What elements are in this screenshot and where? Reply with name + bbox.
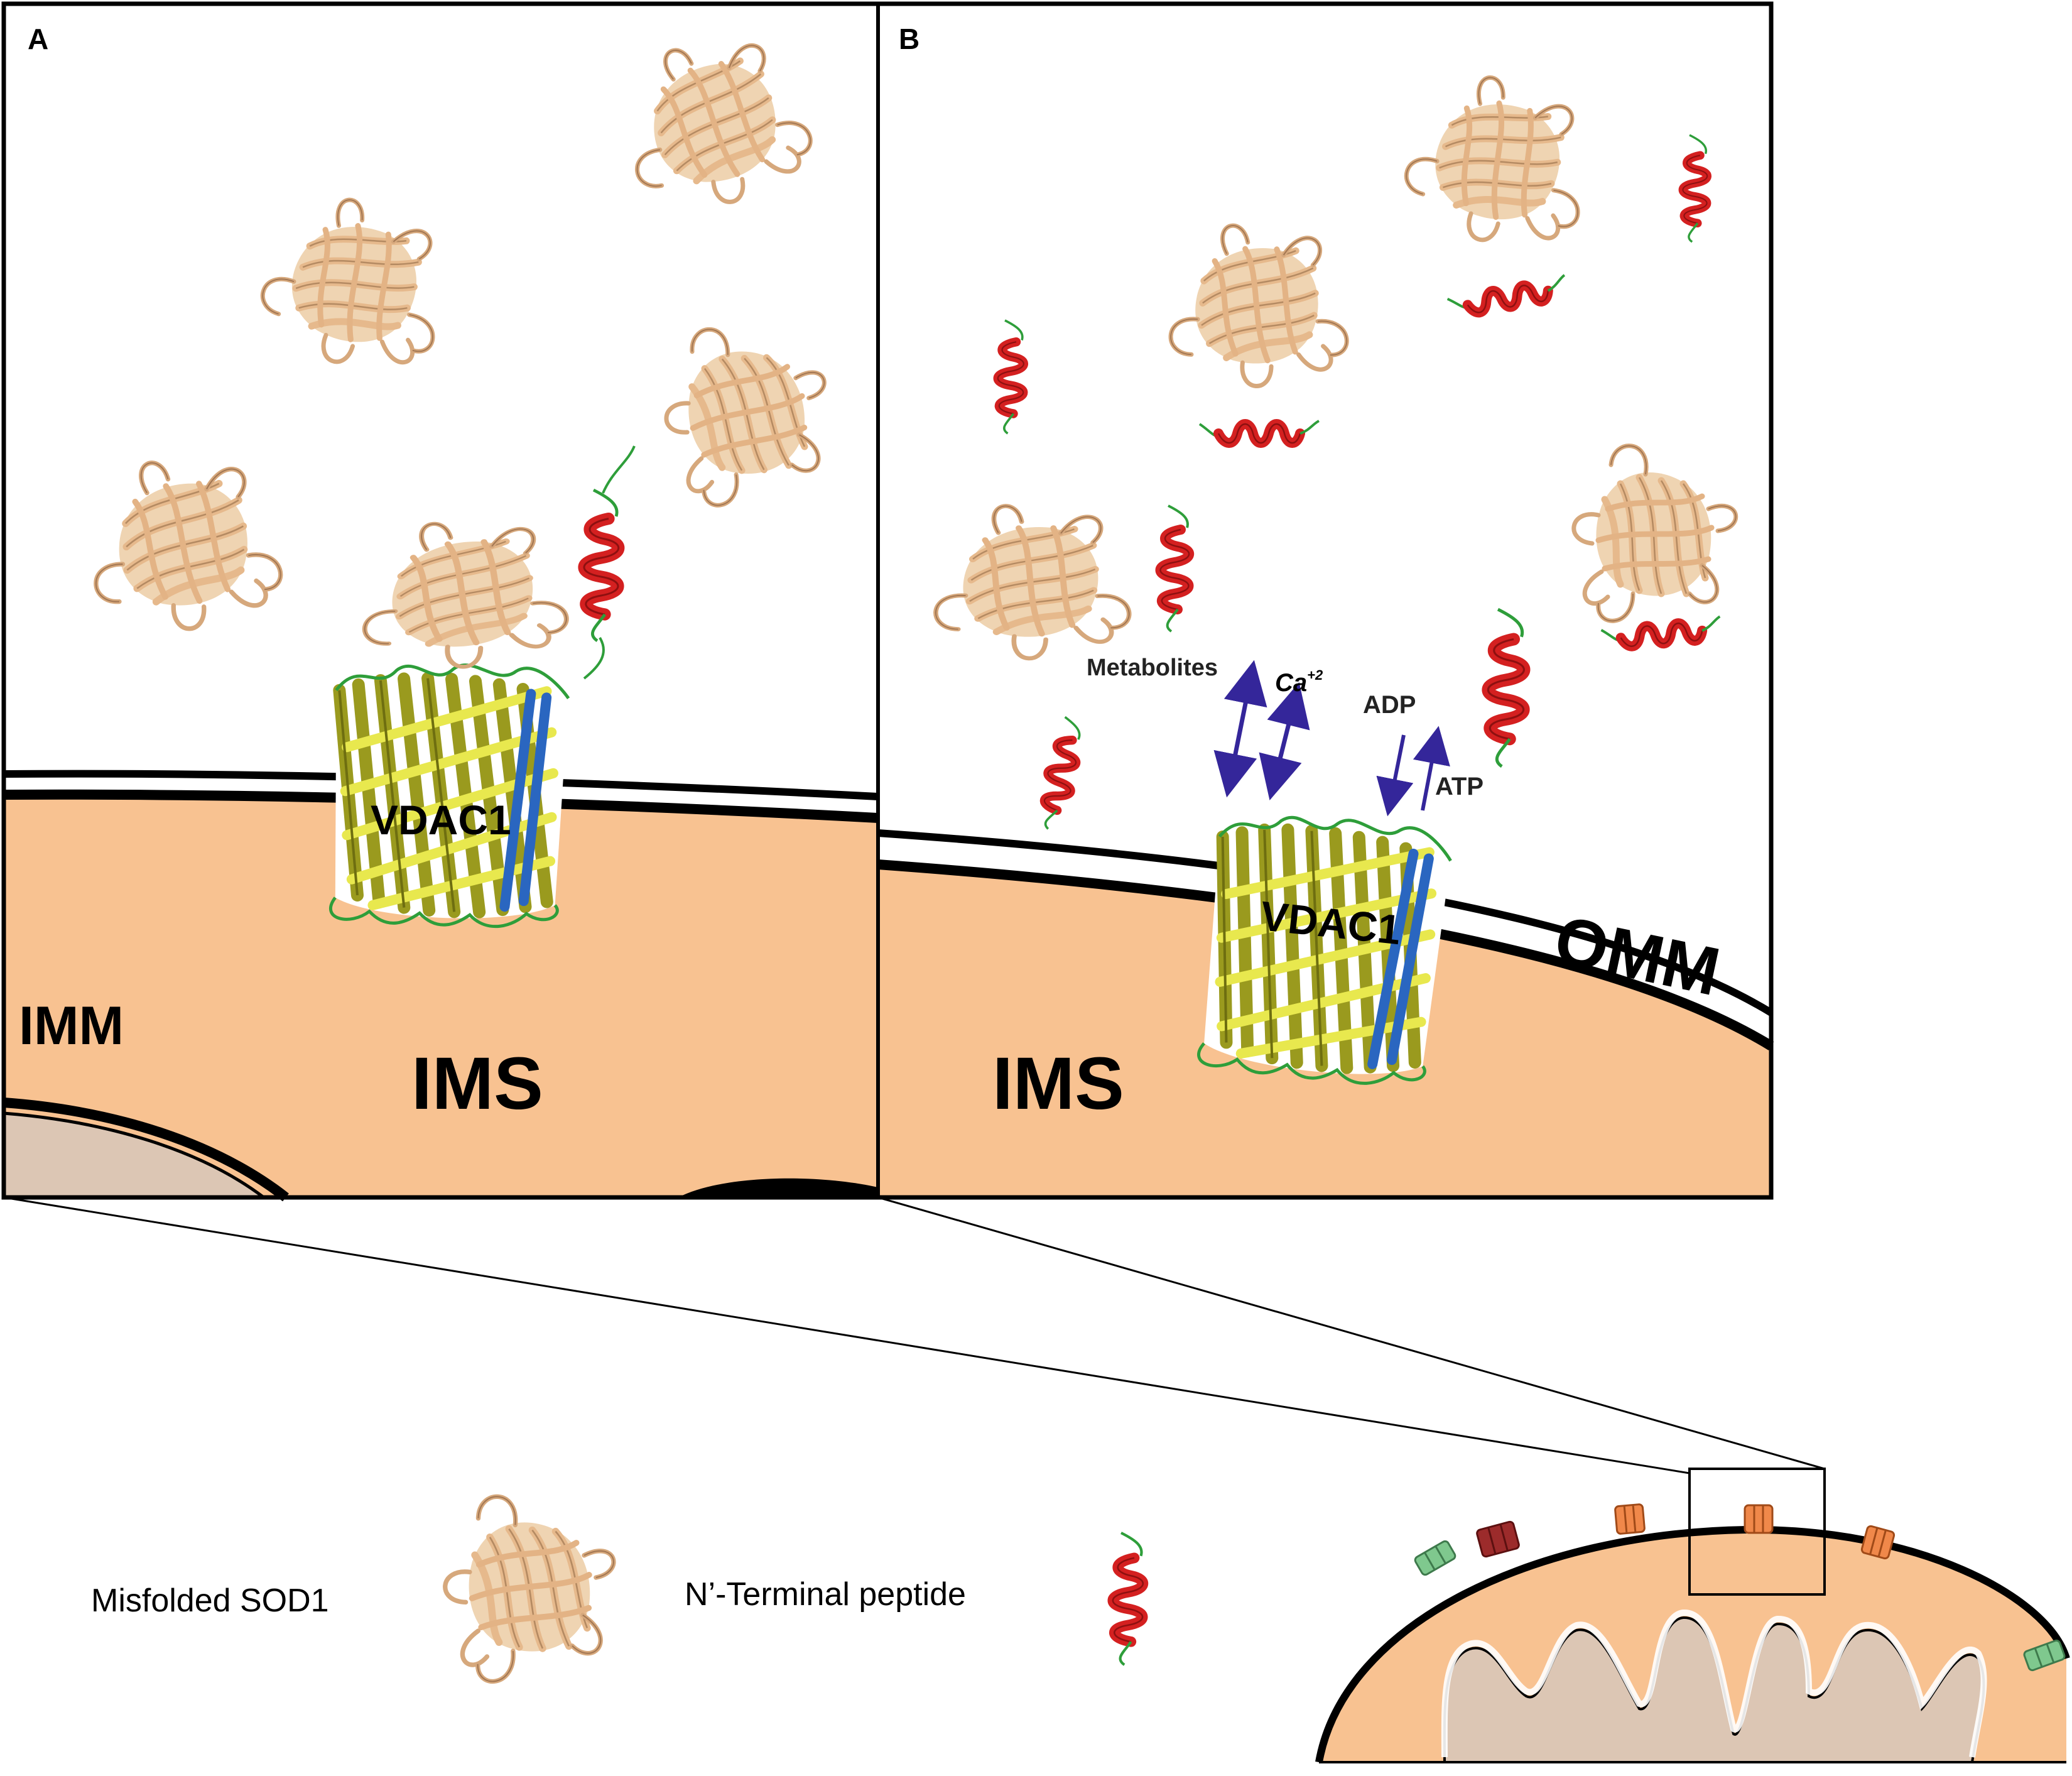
panel-a-ims-region — [4, 794, 878, 1197]
panel-b-peptide-2 — [1200, 421, 1319, 443]
panel-a-sod1-3 — [652, 311, 842, 511]
panel-b-ims-label: IMS — [992, 1042, 1124, 1125]
metabolites-arrow — [1213, 660, 1267, 798]
panel-b-sod1-4 — [927, 496, 1132, 667]
calcium-label: Ca+2 — [1275, 667, 1323, 697]
zoom-line-left — [3, 1196, 1690, 1474]
panel-b-peptide-free-2 — [998, 320, 1024, 433]
panel-a-sod1-1 — [605, 19, 822, 227]
mito-outer-membrane — [1315, 1525, 2070, 1763]
legend-peptide-icon — [1113, 1533, 1143, 1665]
panel-b-sod1-1 — [1399, 68, 1595, 253]
panel-a-sod1-4 — [77, 444, 287, 644]
mito-channel-orange-3 — [1860, 1524, 1896, 1561]
panel-b-peptide-free-4 — [1488, 609, 1524, 766]
calcium-charge: +2 — [1307, 667, 1323, 683]
panel-a-vdac1-label: VDAC1 — [371, 797, 511, 843]
panel-b-peptide-free-1 — [1683, 135, 1707, 242]
panel-a-vdac1 — [328, 660, 570, 929]
panel-a-matrix — [4, 1113, 264, 1197]
panel-b-letter: B — [899, 23, 919, 55]
adp-label: ADP — [1363, 691, 1416, 719]
calcium-arrow — [1259, 682, 1310, 800]
panel-b-peptide-4 — [1161, 506, 1190, 631]
legend-peptide-label: N’-Terminal peptide — [685, 1576, 966, 1613]
panel-a: A VDAC1 IMM IMS — [3, 19, 879, 1202]
calcium-symbol: Ca — [1275, 669, 1307, 697]
panel-frame — [1, 1, 1774, 1200]
panel-b: B Metabolites Ca+2 ADP ATP VDAC1 OMM IMS — [877, 23, 1775, 1197]
mito-channel-red — [1475, 1520, 1521, 1559]
zoom-box — [1688, 1468, 1826, 1596]
mito-channel-orange-1 — [1614, 1503, 1646, 1535]
panel-b-vdac1 — [1195, 807, 1453, 1091]
panel-a-sod1-bound — [352, 508, 572, 680]
panel-a-peptide — [584, 490, 619, 641]
mito-channel-green-1 — [1413, 1539, 1458, 1577]
panel-b-peptide-1 — [1447, 275, 1568, 317]
panel-a-sod1-2 — [253, 188, 453, 378]
metabolites-label: Metabolites — [1087, 655, 1218, 681]
atp-label: ATP — [1435, 773, 1483, 800]
mito-channel-orange-2 — [1744, 1504, 1774, 1534]
panel-a-imm-label: IMM — [19, 996, 124, 1056]
mito-matrix — [1443, 1616, 1985, 1763]
atp-arrow — [1413, 726, 1450, 811]
panel-a-letter: A — [28, 23, 48, 55]
zoom-line-right — [877, 1196, 1825, 1470]
panel-a-crista-tip — [678, 1178, 878, 1197]
legend-sod1-icon — [438, 1487, 623, 1685]
adp-arrow — [1376, 734, 1414, 817]
panel-b-sod1-3 — [1574, 446, 1736, 621]
legend: Misfolded SOD1 N’-Terminal peptide — [91, 1487, 1143, 1685]
legend-sod1-label: Misfolded SOD1 — [91, 1583, 329, 1619]
panel-b-sod1-2 — [1161, 217, 1350, 393]
panel-b-peptide-free-3 — [1038, 716, 1083, 831]
mitochondrion-overview — [1315, 1468, 2070, 1763]
panel-a-ims-label: IMS — [411, 1042, 543, 1125]
